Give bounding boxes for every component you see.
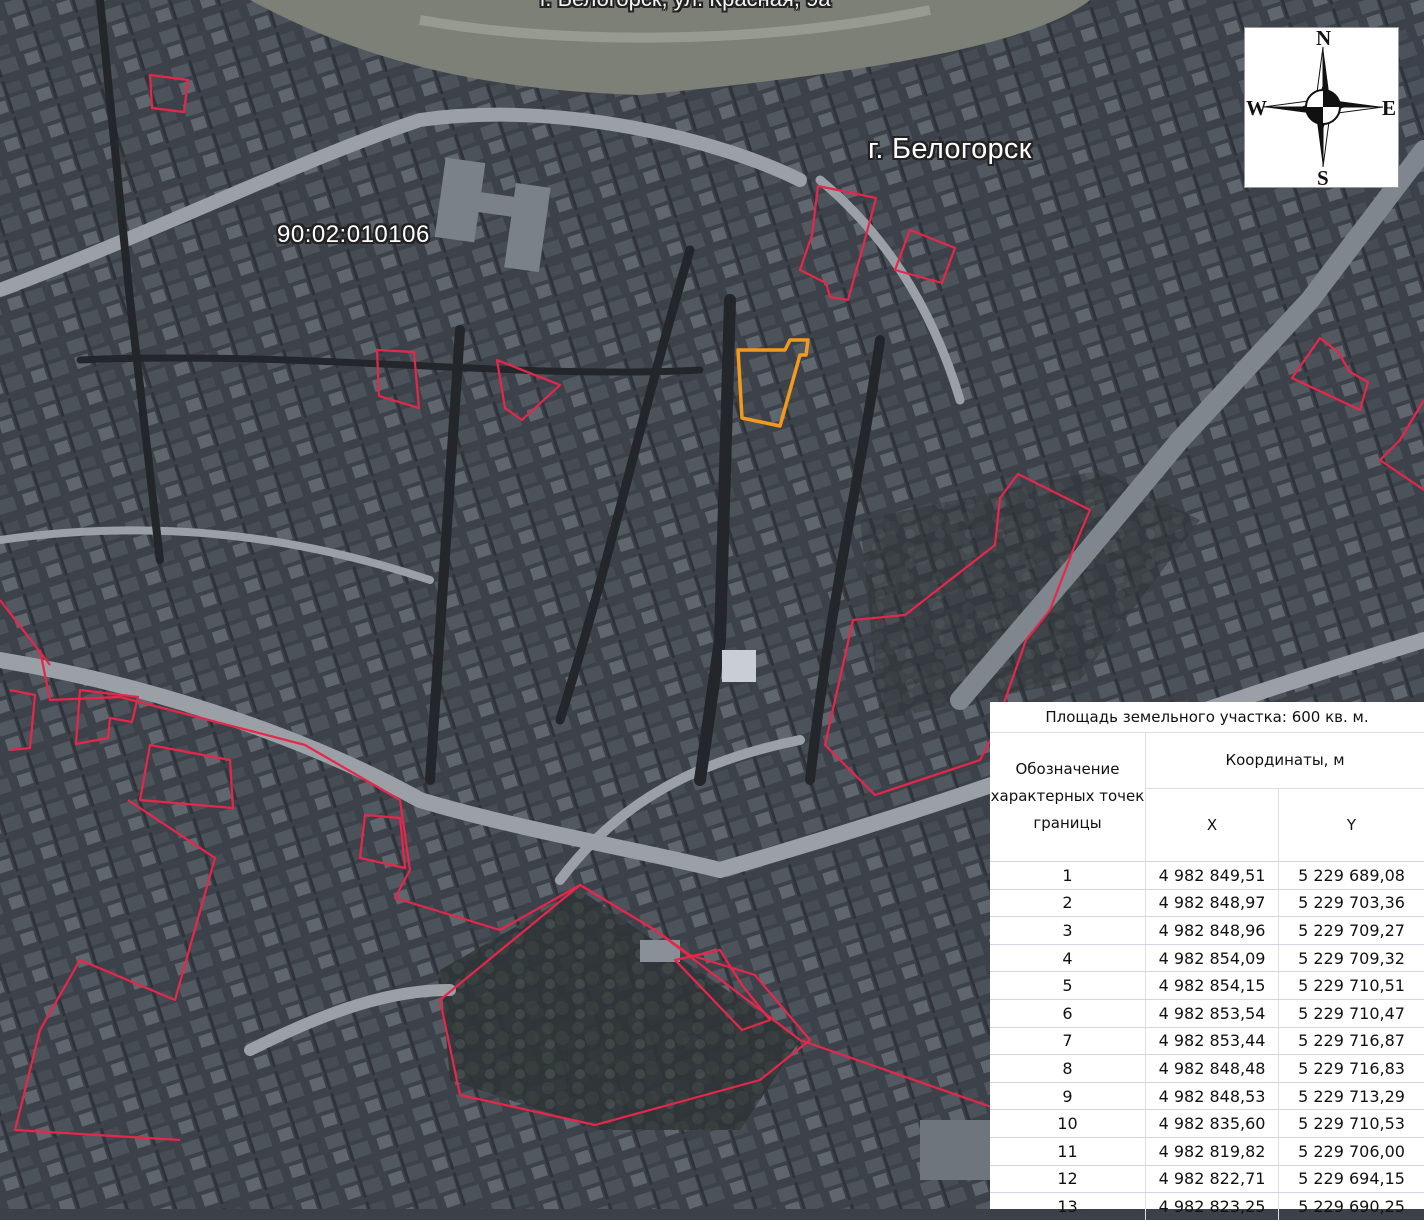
- point-number: 4: [990, 944, 1146, 972]
- coordinates-table: Обозначение характерных точек границы Ко…: [990, 732, 1424, 1220]
- point-number: 3: [990, 917, 1146, 945]
- point-number: 2: [990, 889, 1146, 917]
- y-value: 5 229 709,27: [1279, 917, 1424, 945]
- x-value: 4 982 819,82: [1146, 1137, 1279, 1165]
- y-value: 5 229 703,36: [1279, 889, 1424, 917]
- y-value: 5 229 710,47: [1279, 999, 1424, 1027]
- x-value: 4 982 848,48: [1146, 1055, 1279, 1083]
- y-value: 5 229 710,51: [1279, 972, 1424, 1000]
- compass-north: N: [1316, 26, 1331, 51]
- point-number: 1: [990, 862, 1146, 890]
- point-number: 5: [990, 972, 1146, 1000]
- point-number: 7: [990, 1027, 1146, 1055]
- compass-rose: N S E W: [1244, 27, 1399, 188]
- y-value: 5 229 713,29: [1279, 1082, 1424, 1110]
- compass-rose-icon: [1245, 28, 1398, 187]
- map-caption: г. Белогорск, ул. Красная, 9а: [540, 0, 831, 12]
- y-value: 5 229 710,53: [1279, 1110, 1424, 1138]
- x-value: 4 982 835,60: [1146, 1110, 1279, 1138]
- y-value: 5 229 716,87: [1279, 1027, 1424, 1055]
- point-number: 9: [990, 1082, 1146, 1110]
- cadastral-block-label: 90:02:010106: [277, 221, 430, 249]
- x-value: 4 982 854,15: [1146, 972, 1279, 1000]
- city-label: г. Белогорск: [868, 133, 1032, 166]
- x-value: 4 982 848,53: [1146, 1082, 1279, 1110]
- x-value: 4 982 849,51: [1146, 862, 1279, 890]
- compass-west: W: [1246, 96, 1267, 121]
- x-value: 4 982 853,44: [1146, 1027, 1279, 1055]
- point-header: Обозначение характерных точек границы: [990, 732, 1146, 862]
- y-value: 5 229 709,32: [1279, 944, 1424, 972]
- coordinates-panel: Площадь земельного участка: 600 кв. м. О…: [990, 702, 1424, 1209]
- y-value: 5 229 690,25: [1279, 1193, 1424, 1220]
- coords-header: Координаты, м: [1146, 732, 1424, 789]
- x-value: 4 982 848,96: [1146, 917, 1279, 945]
- point-number: 13: [990, 1193, 1146, 1220]
- x-header: X: [1146, 789, 1279, 862]
- x-value: 4 982 823,25: [1146, 1193, 1279, 1220]
- compass-south: S: [1317, 166, 1329, 191]
- x-value: 4 982 848,97: [1146, 889, 1279, 917]
- compass-east: E: [1382, 96, 1396, 121]
- y-value: 5 229 706,00: [1279, 1137, 1424, 1165]
- x-value: 4 982 822,71: [1146, 1165, 1279, 1193]
- y-value: 5 229 694,15: [1279, 1165, 1424, 1193]
- point-number: 10: [990, 1110, 1146, 1138]
- point-number: 11: [990, 1137, 1146, 1165]
- x-value: 4 982 854,09: [1146, 944, 1279, 972]
- point-number: 8: [990, 1055, 1146, 1083]
- y-header: Y: [1279, 789, 1424, 862]
- parcel-area-text: Площадь земельного участка: 600 кв. м.: [990, 702, 1424, 733]
- y-value: 5 229 689,08: [1279, 862, 1424, 890]
- point-number: 6: [990, 999, 1146, 1027]
- y-value: 5 229 716,83: [1279, 1055, 1424, 1083]
- point-number: 12: [990, 1165, 1146, 1193]
- x-value: 4 982 853,54: [1146, 999, 1279, 1027]
